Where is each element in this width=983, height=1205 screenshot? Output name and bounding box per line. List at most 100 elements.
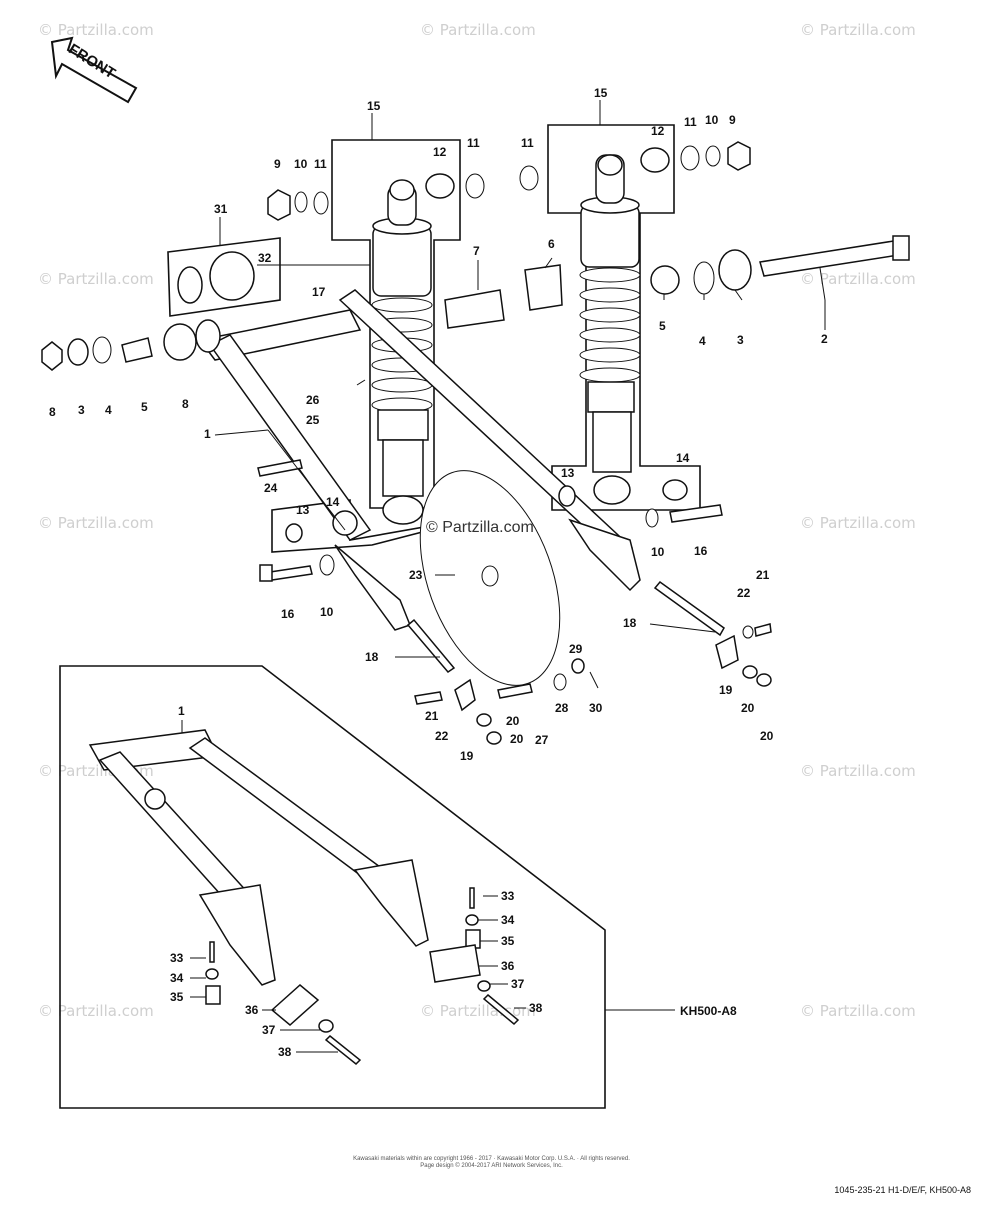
front-arrow-icon (50, 36, 138, 104)
block-19-right (715, 634, 739, 670)
callout-30: 30 (589, 701, 603, 715)
callout-34: 34 (170, 971, 184, 985)
callout-14: 14 (326, 495, 340, 509)
callout-10: 10 (294, 157, 308, 171)
callouts: 15 15 9 10 11 12 11 11 12 11 10 9 31 32 … (49, 86, 828, 1059)
diagram-code: 1045-235-21 H1-D/E/F, KH500-A8 (834, 1185, 971, 1195)
collar-5-right (650, 265, 680, 295)
callout-35: 35 (501, 934, 515, 948)
cap-group (167, 237, 281, 317)
callout-22: 22 (737, 586, 751, 600)
swing-arm-left-bracket (334, 544, 411, 631)
callout-38: 38 (529, 1001, 543, 1015)
lower-hardware-right (558, 479, 772, 687)
inset-nut-37-right (477, 980, 491, 992)
callout-10: 10 (651, 545, 665, 559)
bushing-end (195, 319, 221, 353)
callout-35: 35 (170, 990, 184, 1004)
nut-20-right (742, 665, 758, 679)
sleeve-7 (444, 289, 505, 329)
watermark-text: © Partzilla.com (800, 21, 916, 39)
o-ring-4-right (693, 261, 715, 295)
callout-33: 33 (170, 951, 184, 965)
callout-7: 7 (473, 244, 480, 258)
bolt-24 (257, 459, 303, 477)
collar-12-left (425, 173, 455, 199)
cap-frame (167, 237, 281, 317)
bolt-16-right (669, 504, 723, 523)
inset-washer-34-left (205, 968, 219, 980)
inset-bolt-38-right (482, 993, 520, 1026)
left-hardware-row (41, 319, 221, 371)
watermark-text: © Partzilla.com (38, 1002, 154, 1020)
callout-32: 32 (258, 251, 272, 265)
watermark-text: © Partzilla.com (800, 1002, 916, 1020)
copyright-line: Kawasaki materials within are copyright … (353, 1156, 630, 1162)
callout-4: 4 (105, 403, 112, 417)
inset-bolt-33-left (209, 941, 215, 963)
inset-left-dropout (198, 884, 276, 986)
shock-right-lower-cover (587, 381, 635, 413)
sleeve-6 (524, 264, 563, 311)
copyright-notice: Kawasaki materials within are copyright … (0, 1156, 983, 1170)
callout-18: 18 (623, 616, 637, 630)
shock-right-spring (579, 267, 641, 383)
callout-11: 11 (684, 115, 697, 129)
inset-pivot-lug (144, 788, 166, 810)
collar-12-right (640, 147, 670, 173)
right-hardware-row (444, 235, 910, 329)
callout-33: 33 (501, 889, 515, 903)
washer-28 (553, 673, 567, 691)
inset-panel: KH500-A8 (59, 665, 737, 1109)
nut-9-left (267, 189, 291, 221)
callout-14: 14 (676, 451, 690, 465)
callout-13: 13 (561, 466, 575, 480)
callout-17: 17 (312, 285, 326, 299)
callout-37: 37 (262, 1023, 276, 1037)
callout-15: 15 (594, 86, 608, 100)
collar-5 (121, 337, 153, 363)
callout-15: 15 (367, 99, 381, 113)
callout-28: 28 (555, 701, 569, 715)
washer-10-lower (319, 554, 335, 576)
callout-29: 29 (569, 642, 583, 656)
shock-left-upper-cover (372, 225, 432, 297)
shock-absorber-right-group (547, 124, 701, 511)
callout-21: 21 (756, 568, 770, 582)
bolt-16-left-head (259, 564, 273, 582)
watermark-text: © Partzilla.com (38, 514, 154, 532)
watermark-text: © Partzilla.com (800, 762, 916, 780)
callout-21: 21 (425, 709, 439, 723)
bolt-21-left (414, 691, 443, 705)
washer-10-left (294, 191, 308, 213)
callout-3: 3 (737, 333, 744, 347)
block-19-left (454, 678, 476, 712)
callout-3: 3 (78, 403, 85, 417)
copyright-line: Page design © 2004-2017 ARI Network Serv… (420, 1163, 563, 1169)
nut-20-left (476, 713, 492, 727)
inset-washer-34-right (465, 914, 479, 926)
chain-cover-hub (481, 565, 499, 587)
washer-10-right-lower (645, 508, 659, 528)
shock-left-eye (389, 179, 415, 201)
bushing-14-left (332, 510, 358, 536)
callout-5: 5 (659, 319, 666, 333)
washer-22-right (742, 625, 754, 639)
adjuster-18-left (406, 618, 456, 673)
bolt-16-left (269, 565, 313, 581)
callout-2: 2 (821, 332, 828, 346)
callout-1-inset: 1 (178, 704, 185, 718)
watermark-text: © Partzilla.com (420, 1002, 536, 1020)
inset-bolt-38-left (324, 1034, 362, 1066)
callout-23: 23 (409, 568, 423, 582)
top-hardware (267, 141, 751, 221)
inset-right-dropout (353, 859, 429, 947)
callout-27: 27 (535, 733, 549, 747)
callout-24: 24 (264, 481, 278, 495)
washer-3 (67, 338, 89, 366)
nut-20-left-b (486, 731, 502, 745)
callout-37: 37 (511, 977, 525, 991)
pivot-bolt-head (892, 235, 910, 261)
leader-lines (214, 100, 826, 658)
